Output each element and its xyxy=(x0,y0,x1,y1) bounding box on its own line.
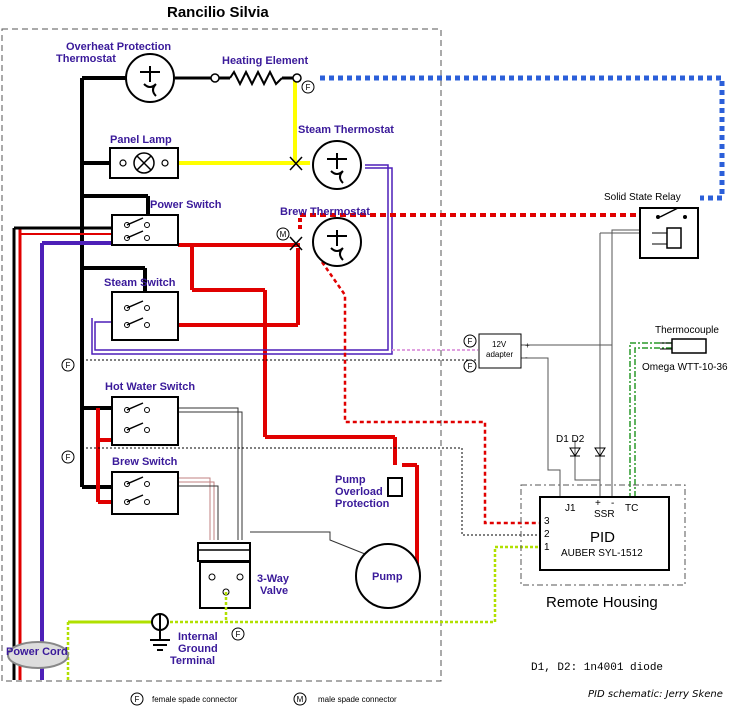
pid-ssr-minus: - xyxy=(611,498,614,509)
legend-female-label: female spade connector xyxy=(152,695,238,704)
pid-model: AUBER SYL-1512 xyxy=(561,548,643,559)
pid-title: PID xyxy=(590,529,615,546)
hot-water-switch xyxy=(111,396,179,446)
pid-ssr-plus: + xyxy=(595,498,601,509)
svg-text:M: M xyxy=(297,695,304,704)
solid-state-relay xyxy=(639,207,699,259)
diodes-label: D1 D2 xyxy=(556,434,585,445)
hot-water-switch-label: Hot Water Switch xyxy=(105,381,195,393)
female-connector-icon: F xyxy=(231,627,245,641)
adapter-plus: + xyxy=(525,341,530,350)
pump-overload-label-2: Overload xyxy=(335,486,383,498)
power-cord-grommet xyxy=(7,641,69,669)
thermocouple-label: Thermocouple xyxy=(655,325,719,336)
legend-male-label: male spade connector xyxy=(318,695,397,704)
ssr-label: Solid State Relay xyxy=(604,192,681,203)
pump-overload-label-1: Pump xyxy=(335,474,366,486)
power-cord-label: Power Cord xyxy=(6,646,68,658)
power-switch xyxy=(111,214,179,246)
male-connector-legend-icon: M xyxy=(293,692,307,706)
remote-housing-outline xyxy=(520,484,686,586)
svg-text:F: F xyxy=(468,362,473,371)
schematic-credit: PID schematic: Jerry Skene xyxy=(588,689,723,700)
svg-text:F: F xyxy=(306,83,311,92)
female-connector-legend-icon: F xyxy=(130,692,144,706)
wires xyxy=(12,75,725,680)
svg-text:F: F xyxy=(468,337,473,346)
female-connector-icon: F xyxy=(61,358,75,372)
power-adapter: F F xyxy=(463,333,522,373)
thermocouple-model: Omega WTT-10-36 xyxy=(642,362,728,373)
brew-thermostat-label: Brew Thermostat xyxy=(280,206,370,218)
svg-text:M: M xyxy=(280,230,287,239)
steam-thermostat-label: Steam Thermostat xyxy=(298,124,394,136)
steam-switch xyxy=(111,291,179,341)
female-connector-icon: F xyxy=(301,80,315,94)
remote-housing-label: Remote Housing xyxy=(546,594,658,611)
pid-pin-1: 1 xyxy=(544,542,550,553)
pump-symbol xyxy=(355,543,421,609)
adapter-label-2: adapter xyxy=(486,350,513,359)
adapter-minus: - xyxy=(525,353,528,362)
pid-j1: J1 xyxy=(565,503,576,514)
pid-controller xyxy=(539,496,670,571)
pump-overload-protector xyxy=(387,477,403,497)
female-connector-icon: F xyxy=(61,450,75,464)
svg-text:F: F xyxy=(236,630,241,639)
blue-dashed-wire xyxy=(320,75,725,201)
heating-element-label: Heating Element xyxy=(222,55,309,67)
panel-lamp-label: Panel Lamp xyxy=(110,134,172,146)
ground-terminal-icon xyxy=(150,613,170,651)
ground-label-1: Internal xyxy=(178,631,218,643)
three-way-valve xyxy=(197,542,251,622)
machine-housing-outline xyxy=(1,28,442,682)
overheat-thermostat xyxy=(125,53,175,103)
overheat-label-1: Overheat Protection xyxy=(66,41,171,53)
valve-label-2: Valve xyxy=(260,585,288,597)
pump-label: Pump xyxy=(372,571,403,583)
brew-switch xyxy=(111,471,179,515)
svg-text:F: F xyxy=(66,453,71,462)
pid-pin-3: 3 xyxy=(544,516,550,527)
ground-label-3: Terminal xyxy=(170,655,215,667)
thermocouple-probe xyxy=(660,338,707,354)
svg-text:F: F xyxy=(135,695,140,704)
overheat-label-2: Thermostat xyxy=(56,53,116,65)
pid-ssr-label: SSR xyxy=(594,509,615,520)
heating-element xyxy=(210,69,302,87)
pid-tc-label: TC xyxy=(625,503,638,514)
steam-switch-label: Steam Switch xyxy=(104,277,176,289)
diode-note: D1, D2: 1n4001 diode xyxy=(531,662,663,674)
panel-lamp xyxy=(109,147,179,179)
diode-pair xyxy=(569,447,606,457)
power-switch-label: Power Switch xyxy=(150,199,222,211)
diagram-title: Rancilio Silvia xyxy=(167,4,269,21)
pump-overload-label-3: Protection xyxy=(335,498,390,510)
valve-label-1: 3-Way xyxy=(257,573,290,585)
steam-thermostat xyxy=(289,140,362,190)
brew-switch-label: Brew Switch xyxy=(112,456,178,468)
pid-pin-2: 2 xyxy=(544,529,550,540)
ground-label-2: Ground xyxy=(178,643,218,655)
adapter-label-1: 12V xyxy=(492,340,507,349)
svg-text:F: F xyxy=(66,361,71,370)
brew-thermostat: M xyxy=(276,217,362,267)
